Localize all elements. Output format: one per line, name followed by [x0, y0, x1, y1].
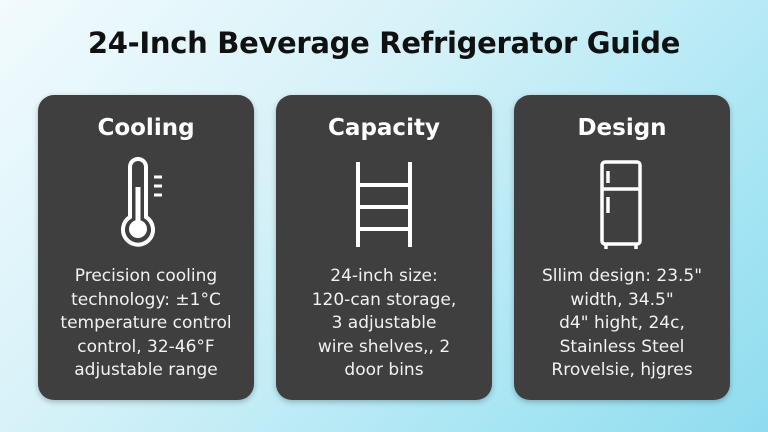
thermometer-icon	[121, 157, 162, 247]
shelves-icon	[356, 162, 412, 247]
refrigerator-icon	[600, 160, 642, 249]
body-line: adjustable range	[74, 360, 218, 380]
body-line: d4" hight, 24c,	[559, 313, 685, 333]
body-line: control, 32-46°F	[77, 336, 215, 357]
body-line: Rrovelsie, hjgres	[551, 360, 693, 380]
body-line: technology: ±1°C	[71, 289, 221, 310]
body-line: Precision cooling	[74, 266, 218, 286]
body-line: wire shelves,, 2	[317, 336, 451, 357]
card-heading: Capacity	[328, 115, 440, 141]
body-line: door bins	[344, 360, 424, 380]
card-design: Design Sllim design: 23.5" width, 34.5" …	[514, 95, 730, 400]
card-heading: Cooling	[97, 115, 195, 141]
card-capacity: Capacity 24-inch size: 120-can storage, …	[276, 95, 492, 400]
body-line: Sllim design: 23.5"	[541, 266, 703, 286]
body-line: width, 34.5"	[570, 289, 674, 310]
body-line: 24-inch size:	[330, 266, 438, 286]
page-title: 24-Inch Beverage Refrigerator Guide	[87, 26, 681, 60]
body-line: temperature control	[60, 313, 232, 333]
card-cooling: Cooling Precision cooling technology: ±1…	[38, 95, 254, 400]
body-line: Stainless Steel	[559, 336, 685, 357]
body-line: 120-can storage,	[311, 289, 457, 310]
body-line: 3 adjustable	[331, 313, 437, 333]
card-heading: Design	[577, 115, 667, 141]
